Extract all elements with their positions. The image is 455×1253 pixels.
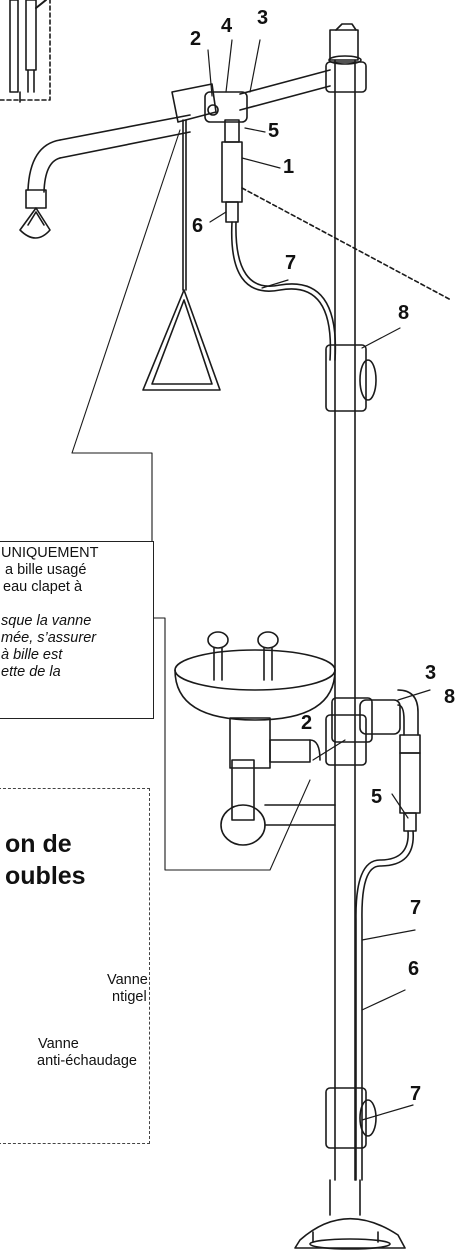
shower-arm: [19, 69, 331, 239]
note-line-7: ette de la: [1, 664, 61, 680]
note-line-6: à bille est: [1, 647, 63, 663]
top-inset: [0, 0, 51, 103]
callout-6-bot: 6: [408, 958, 420, 980]
callout-4: 4: [221, 15, 233, 37]
instruction-note-box: UNIQUEMENT a bille usagé eau clapet à sq…: [0, 541, 154, 719]
callout-7-mid: 7: [410, 897, 422, 919]
label-vanne-antigel-1: Vanne: [107, 972, 148, 988]
note-line-2: a bille usagé: [5, 562, 87, 578]
troubleshoot-heading-2: oubles: [5, 862, 86, 890]
dashed-leader: [241, 187, 452, 301]
callout-5-top: 5: [268, 120, 280, 142]
callout-6-top: 6: [192, 215, 204, 237]
box-connectors: [71, 129, 311, 871]
callout-5-mid: 5: [371, 786, 383, 808]
note-line-4: sque la vanne: [1, 613, 92, 629]
label-vanne-anti-2: anti-échaudage: [37, 1053, 137, 1069]
label-vanne-anti-1: Vanne: [38, 1036, 79, 1052]
callout-1: 1: [283, 156, 295, 178]
callout-2-mid: 2: [301, 712, 313, 734]
note-line-3: eau clapet à: [3, 579, 83, 595]
pull-handle: [142, 119, 221, 391]
troubleshoot-heading-1: on de: [5, 830, 72, 858]
mixing-valve: [331, 689, 421, 832]
leader-lines: [207, 39, 431, 1121]
callout-3-mid: 3: [425, 662, 437, 684]
hose-top: [230, 221, 337, 361]
callout-8-top: 8: [398, 302, 410, 324]
eyewash-bowl: [174, 631, 336, 846]
note-line-1: UNIQUEMENT: [1, 545, 99, 561]
callout-3-top: 3: [257, 7, 269, 29]
callout-8-mid: 8: [444, 686, 455, 708]
main-pipe: [294, 23, 406, 1250]
callout-7-bot: 7: [410, 1083, 422, 1105]
label-vanne-antigel-2: ntigel: [112, 989, 147, 1005]
callout-2-top: 2: [190, 28, 202, 50]
troubleshooting-box: on de oubles Vanne ntigel Vanne anti-éch…: [0, 788, 150, 1144]
hose-bottom: [355, 830, 414, 1181]
callout-7-top: 7: [285, 252, 297, 274]
note-line-5: mée, s’assurer: [1, 630, 97, 646]
